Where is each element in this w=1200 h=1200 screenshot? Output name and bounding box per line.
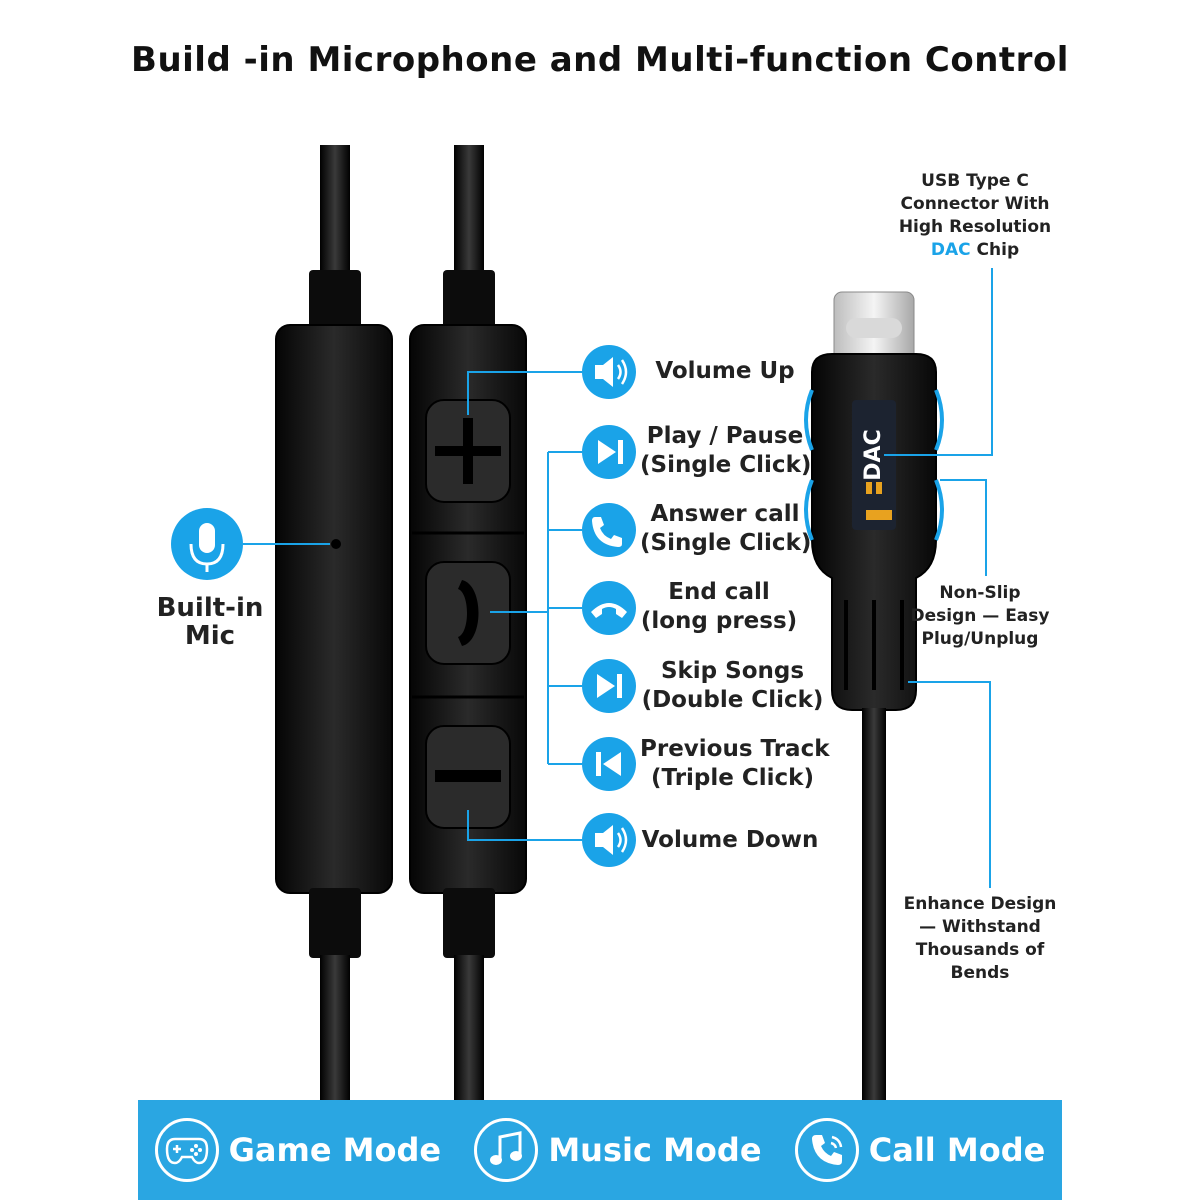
- page-title: Build -in Microphone and Multi-function …: [131, 40, 1069, 80]
- volume-down-leader-line: [467, 810, 582, 841]
- gamepad-icon: [154, 1118, 219, 1182]
- multifunction-leader-lines: [490, 451, 582, 765]
- mode-label-call: Call Mode: [868, 1131, 1046, 1169]
- microphone-icon: [171, 508, 243, 580]
- multifunction-button[interactable]: [425, 561, 511, 665]
- play-pause-icon: [582, 425, 636, 479]
- enhance-label: Enhance Design — Withstand Thousands of …: [903, 894, 1057, 983]
- volume-down-button[interactable]: [425, 725, 511, 829]
- control-label-end-call: End call (long press): [640, 579, 798, 634]
- volume-up-leader-line: [467, 371, 582, 415]
- volume-down-icon: [582, 813, 636, 867]
- volume-up-button[interactable]: [425, 399, 511, 503]
- mode-label-game: Game Mode: [228, 1131, 442, 1169]
- mode-music: Music Mode: [474, 1118, 762, 1182]
- previous-track-icon: [582, 737, 636, 791]
- mode-call: Call Mode: [794, 1118, 1046, 1182]
- dac-leader-line: [884, 268, 993, 456]
- mode-label-music: Music Mode: [548, 1131, 762, 1169]
- usb-c-connector: DAC: [804, 291, 944, 1100]
- skip-songs-icon: [582, 659, 636, 713]
- volume-up-icon: [582, 345, 636, 399]
- usb-c-label: USB Type C Connector With High Resolutio…: [898, 171, 1052, 260]
- enhance-leader-line: [908, 681, 991, 888]
- mode-game: Game Mode: [154, 1118, 442, 1182]
- answer-call-icon: [582, 503, 636, 557]
- end-call-icon: [582, 581, 636, 635]
- control-label-skip-songs: Skip Songs (Double Click): [641, 658, 824, 713]
- control-label-volume-up: Volume Up: [655, 358, 795, 384]
- control-label-play-pause: Play / Pause (Single Click): [640, 423, 812, 478]
- control-label-volume-down: Volume Down: [641, 827, 819, 853]
- dac-chip-label: DAC: [861, 429, 886, 480]
- mic-module: [275, 145, 393, 1100]
- control-label-answer-call: Answer call (Single Click): [640, 501, 812, 556]
- control-label-previous-track: Previous Track (Triple Click): [640, 736, 830, 791]
- mode-bar: Game Mode Music Mode Call Mode: [138, 1100, 1062, 1200]
- nonslip-label: Non-Slip Design — Easy Plug/Unplug: [910, 583, 1050, 649]
- phone-icon: [794, 1118, 859, 1182]
- mic-label: Built-in Mic: [156, 593, 264, 651]
- music-note-icon: [474, 1118, 539, 1182]
- nonslip-leader-line: [940, 479, 987, 576]
